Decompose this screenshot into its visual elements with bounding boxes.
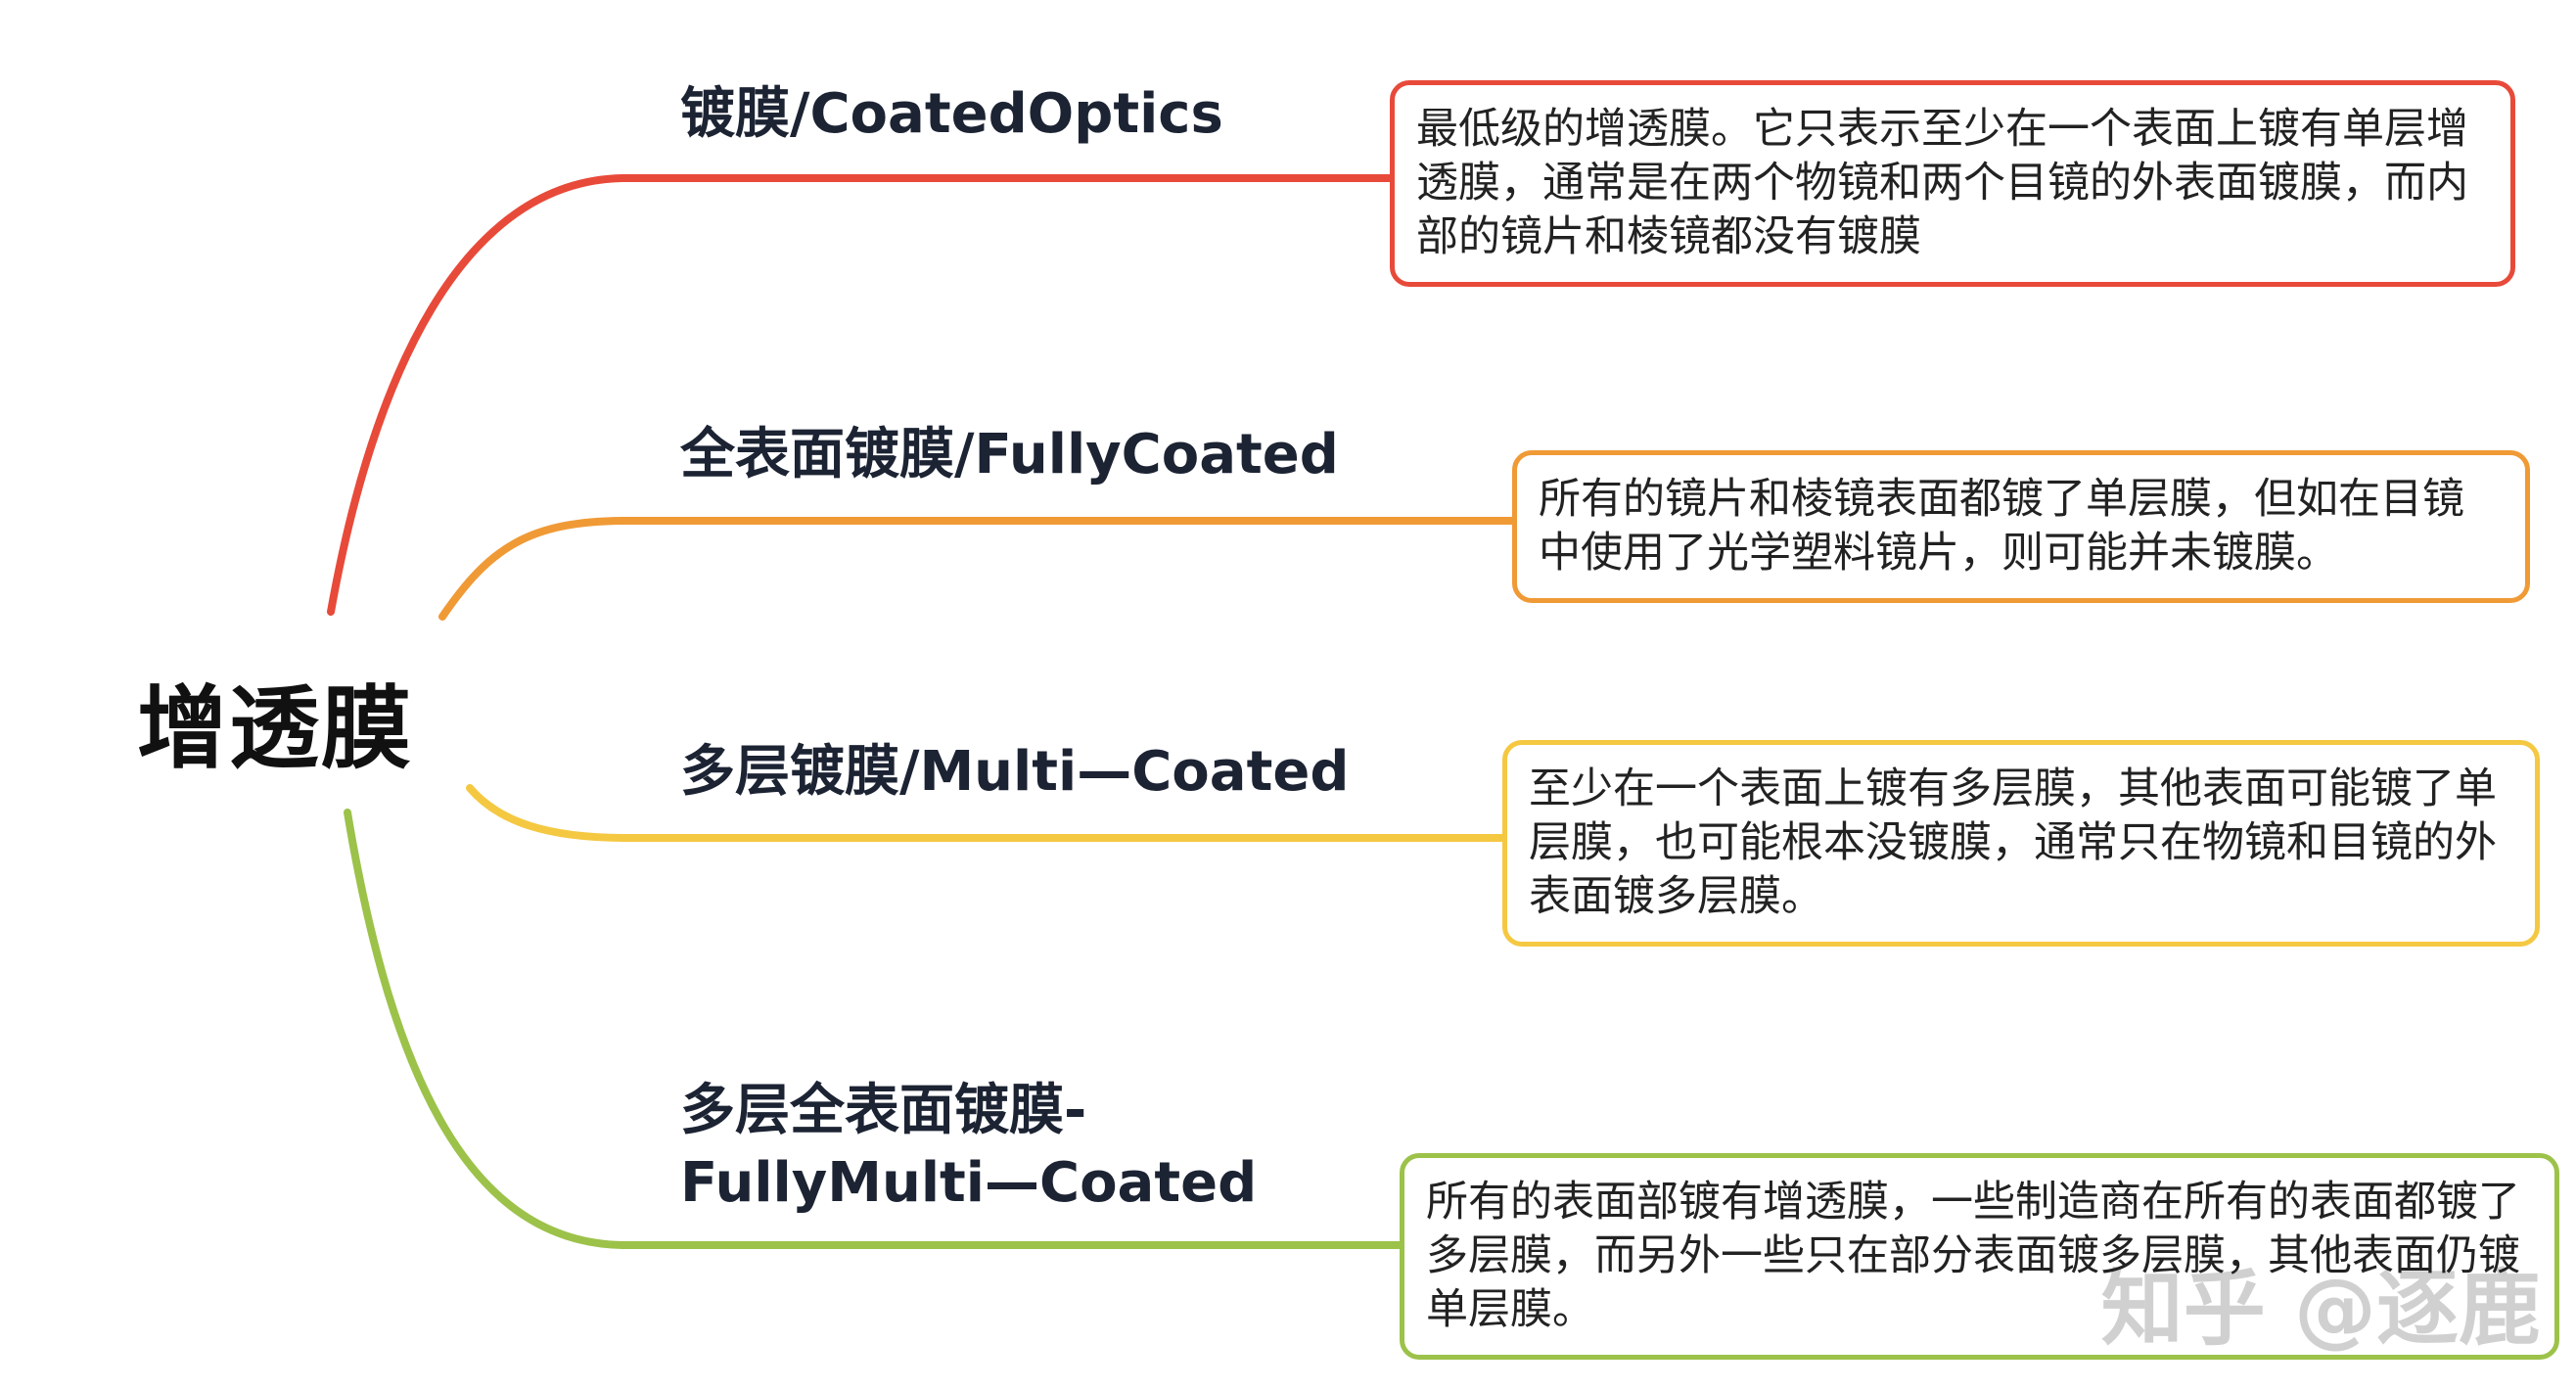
branch-title-fully-coated: 全表面镀膜/FullyCoated — [680, 423, 1339, 486]
branch-title-multi-coated: 多层镀膜/Multi—Coated — [680, 740, 1350, 804]
connector-multi-coated — [466, 784, 1506, 842]
note-multi-coated: 至少在一个表面上镀有多层膜，其他表面可能镀了单层膜，也可能根本没镀膜，通常只在物… — [1502, 740, 2540, 947]
note-fully-coated: 所有的镜片和棱镜表面都镀了单层膜，但如在目镜中使用了光学塑料镜片，则可能并未镀膜… — [1512, 450, 2530, 603]
connector-fully-coated — [438, 517, 1516, 621]
watermark: 知乎 @逐鹿 — [2100, 1261, 2541, 1357]
note-coated: 最低级的增透膜。它只表示至少在一个表面上镀有单层增透膜，通常是在两个物镜和两个目… — [1390, 80, 2515, 287]
connector-fully-multi-coated — [344, 809, 1403, 1249]
note-fully-multi-coated: 所有的表面部镀有增透膜，一些制造商在所有的表面都镀了多层膜，而另外一些只在部分表… — [1400, 1153, 2559, 1360]
branch-title-fully-multi-coated: 多层全表面镀膜-FullyMulti—Coated — [680, 1079, 1258, 1215]
root-node: 增透膜 — [137, 676, 414, 781]
branch-title-coated: 镀膜/CoatedOptics — [680, 82, 1223, 146]
connector-coated — [327, 174, 1394, 616]
